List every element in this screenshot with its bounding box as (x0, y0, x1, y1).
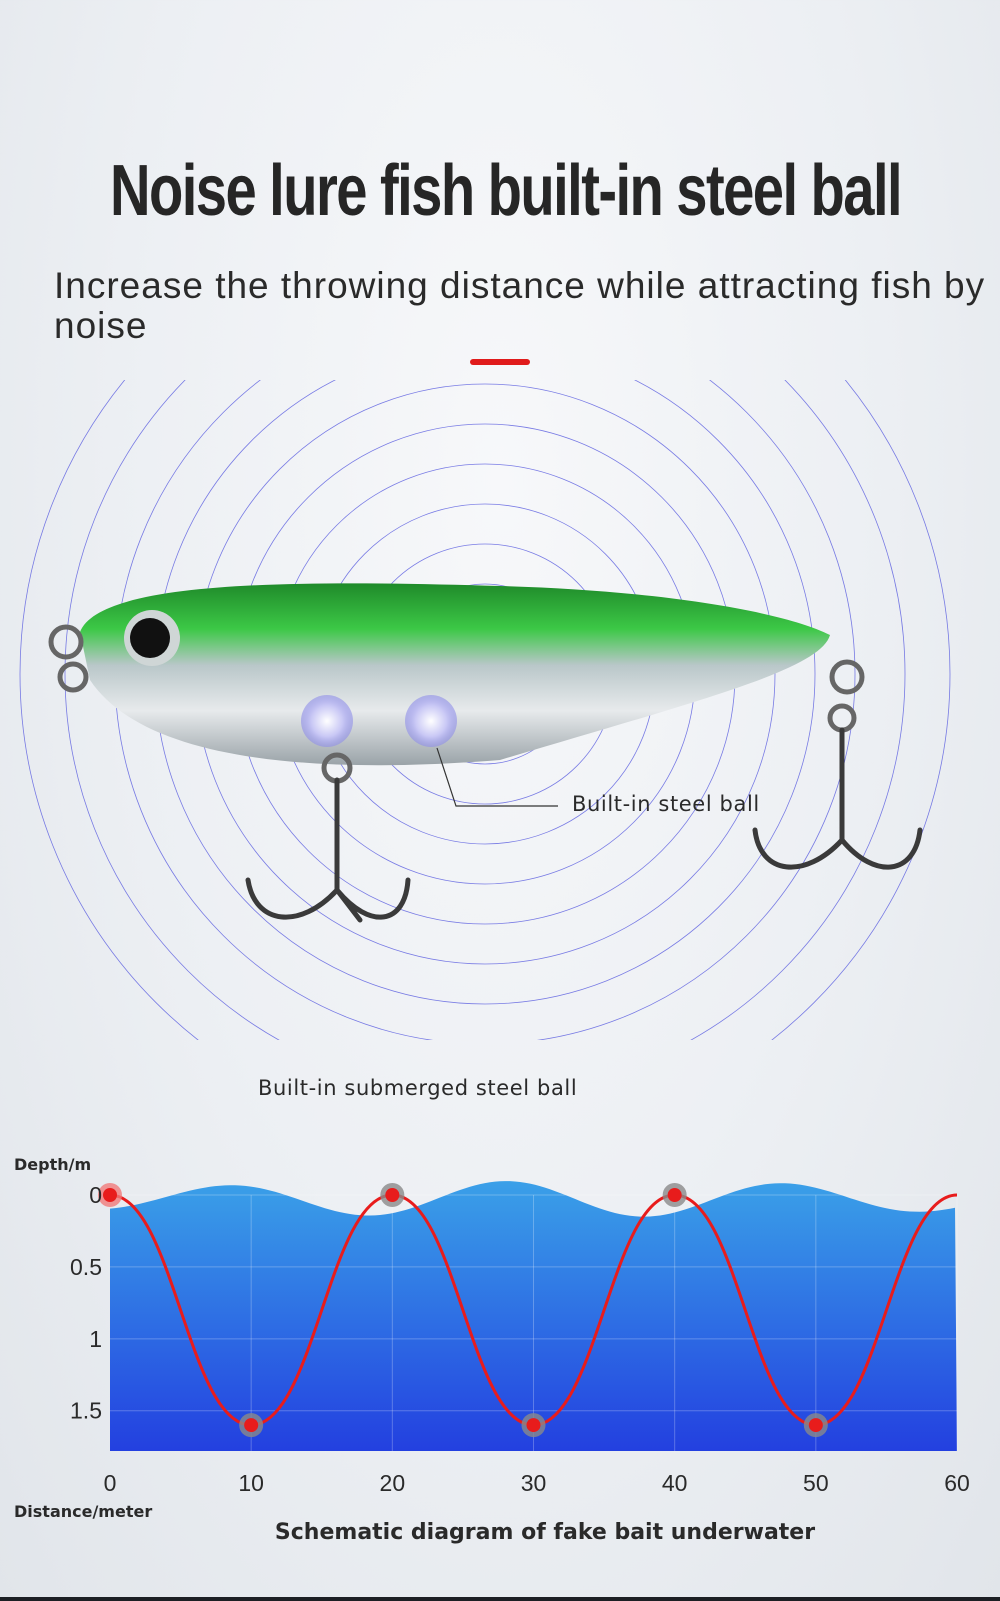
x-tick-label: 60 (944, 1470, 970, 1496)
x-tick-label: 10 (238, 1470, 264, 1496)
data-point (526, 1418, 541, 1433)
accent-divider (470, 359, 530, 365)
data-point (808, 1418, 823, 1433)
x-tick-label: 0 (104, 1470, 117, 1496)
y-tick-label: 1 (89, 1326, 102, 1352)
data-point (244, 1418, 259, 1433)
bottom-border (0, 1597, 1000, 1601)
data-point (667, 1188, 682, 1202)
treble-hook-icons (245, 727, 923, 923)
data-point (103, 1188, 117, 1202)
steel-ball-icons (301, 695, 457, 747)
product-caption: Built-in submerged steel ball (258, 1076, 578, 1100)
x-tick-label: 40 (662, 1470, 688, 1496)
lure-body (80, 583, 830, 766)
chart-title: Schematic diagram of fake bait underwate… (274, 1520, 816, 1545)
x-tick-label: 50 (803, 1470, 829, 1496)
page-title: Noise lure fish built-in steel ball (110, 151, 903, 231)
x-tick-label: 30 (521, 1470, 547, 1496)
y-tick-label: 1.5 (70, 1398, 102, 1424)
x-axis-label: Distance/meter (14, 1502, 152, 1521)
y-axis-label: Depth/m (14, 1155, 91, 1174)
x-tick-label: 20 (380, 1470, 406, 1496)
water-area (110, 1181, 957, 1451)
callout-line (436, 747, 558, 807)
depth-chart: 0 10 20 30 40 50 60 0 0.5 1 1.5 Depth/m Distance/m… (14, 1155, 970, 1521)
y-tick-label: 0.5 (70, 1254, 102, 1280)
y-tick-label: 0 (89, 1182, 102, 1208)
steel-ball-callout: Built-in steel ball (572, 792, 760, 816)
page-subtitle: Increase the throwing distance while att… (54, 265, 986, 346)
data-point (385, 1188, 400, 1202)
lure-illustration (19, 380, 951, 1040)
